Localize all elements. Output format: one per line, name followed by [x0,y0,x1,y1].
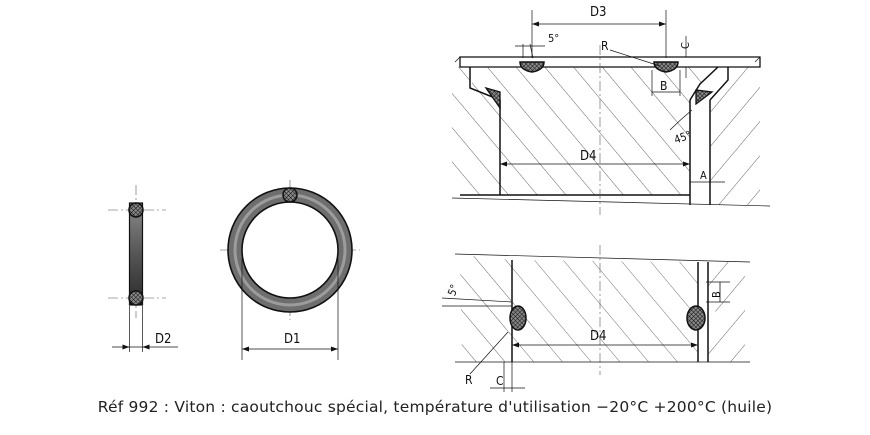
d2-label: D2 [155,332,171,347]
a-label: A [700,169,707,182]
r-top-label: R [601,39,609,53]
oring-side-view: D2 [108,185,178,352]
groove-assembly-top: D3 5° R C B 45° D4 A [451,5,771,215]
caption: Réf 992 : Viton : caoutchouc spécial, te… [97,398,773,416]
oring-front-section [282,187,298,203]
angle-45-label: 45° [672,128,693,146]
r-bottom-label: R [465,373,473,387]
d4-bottom-label: D4 [590,329,606,344]
oring-section-bottom [128,290,144,306]
groove-assembly-bottom: 5° B D4 R C [441,245,751,392]
b-top-label: B [660,79,667,93]
c-bottom-label: C [496,374,504,388]
oring-section-top [128,202,144,218]
d3-label: D3 [590,5,606,20]
d1-label: D1 [284,332,300,347]
c-top-label: C [679,42,692,49]
oring-front-view: D1 [220,180,360,360]
angle-5-bottom-label: 5° [445,283,461,298]
angle-5-top-label: 5° [548,32,559,45]
d4-top-label: D4 [580,149,596,164]
b-bottom-label: B [710,291,723,298]
